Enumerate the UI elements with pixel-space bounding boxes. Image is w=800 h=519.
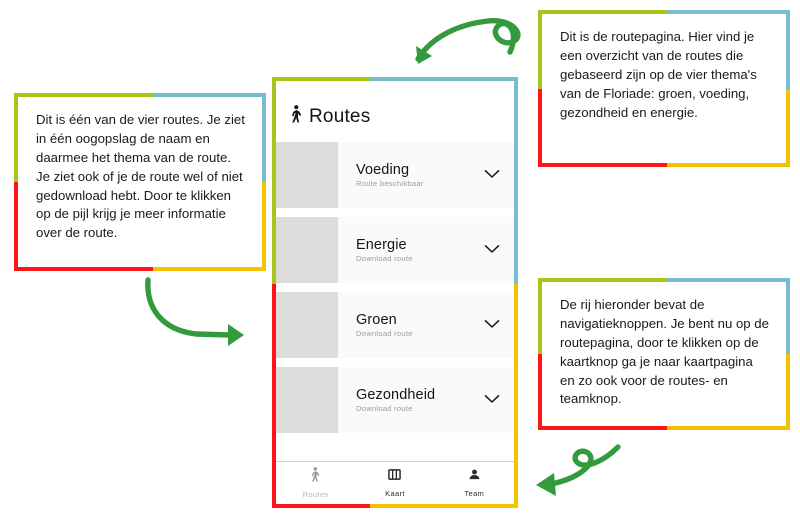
border-segment-left-bottom	[14, 182, 18, 271]
callout-background	[18, 97, 262, 267]
border-segment-top-left	[538, 10, 667, 14]
route-title: Energie	[356, 237, 407, 253]
nav-button-routes[interactable]: Routes	[276, 467, 355, 499]
route-card-body: Energie Download route	[338, 217, 514, 283]
route-title: Gezondheid	[356, 387, 436, 403]
nav-label-routes: Routes	[302, 490, 329, 499]
border-segment-top-right	[152, 93, 266, 97]
border-segment-bottom-left	[538, 426, 667, 430]
route-card-body: Groen Download route	[338, 292, 514, 358]
phone-border-top-left	[272, 77, 371, 81]
route-thumbnail	[276, 367, 338, 433]
chevron-down-icon[interactable]	[484, 241, 500, 259]
border-segment-right-bottom	[786, 354, 790, 430]
chevron-down-icon[interactable]	[484, 316, 500, 334]
border-segment-bottom-right	[666, 426, 790, 430]
arrow-to-phone-left	[145, 277, 244, 346]
callout-page-intro-text: Dit is de routepagina. Hier vind je een …	[560, 29, 757, 120]
route-card-texts: Groen Download route	[356, 312, 413, 338]
page-header: Routes	[276, 81, 514, 142]
border-segment-top-left	[14, 93, 153, 97]
routes-list: Voeding Route beschikbaar Energie Downlo…	[276, 142, 514, 461]
border-segment-left-bottom	[538, 354, 542, 430]
route-title: Voeding	[356, 162, 410, 178]
route-card-groen[interactable]: Groen Download route	[276, 292, 514, 358]
route-thumbnail	[276, 292, 338, 358]
border-segment-right-top	[262, 93, 266, 182]
callout-background	[542, 282, 786, 426]
phone-border-left-top	[272, 77, 276, 284]
phone-border-bottom-left	[272, 504, 371, 508]
route-card-voeding[interactable]: Voeding Route beschikbaar	[276, 142, 514, 208]
phone-border-bottom-right	[370, 504, 518, 508]
border-segment-bottom-left	[14, 267, 153, 271]
route-card-body: Voeding Route beschikbaar	[338, 142, 514, 208]
person-icon	[468, 468, 481, 486]
nav-button-kaart[interactable]: Kaart	[355, 468, 434, 498]
callout-route-item: Dit is één van de vier routes. Je ziet i…	[14, 93, 266, 271]
page-title: Routes	[309, 105, 371, 127]
route-thumbnail	[276, 142, 338, 208]
phone-border-top-right	[370, 77, 518, 81]
border-segment-left-top	[538, 10, 542, 89]
phone-border-right-top	[514, 77, 518, 284]
route-thumbnail	[276, 217, 338, 283]
border-segment-bottom-right	[666, 163, 790, 167]
border-segment-left-top	[538, 278, 542, 354]
route-card-texts: Voeding Route beschikbaar	[356, 162, 424, 188]
arrow-to-phone-top	[415, 18, 521, 64]
map-icon	[388, 468, 402, 486]
nav-button-team[interactable]: Team	[435, 468, 514, 498]
route-card-texts: Energie Download route	[356, 237, 413, 263]
route-status: Download route	[356, 329, 413, 338]
phone-screen: Routes Voeding Route beschikbaar	[276, 81, 514, 504]
nav-label-team: Team	[464, 489, 485, 498]
arrow-to-phone-bottom	[536, 444, 621, 496]
border-segment-right-bottom	[786, 88, 790, 167]
border-segment-bottom-left	[538, 163, 667, 167]
nav-label-kaart: Kaart	[385, 489, 405, 498]
border-segment-top-left	[538, 278, 667, 282]
callout-route-item-text: Dit is één van de vier routes. Je ziet i…	[36, 112, 245, 241]
border-segment-bottom-right	[152, 267, 266, 271]
phone-mockup: Routes Voeding Route beschikbaar	[272, 77, 518, 508]
border-segment-left-bottom	[538, 88, 542, 167]
walking-person-icon	[290, 105, 303, 128]
route-card-texts: Gezondheid Download route	[356, 387, 435, 413]
callout-nav-info: De rij hieronder bevat de navigatieknopp…	[538, 278, 790, 430]
border-segment-right-top	[786, 10, 790, 89]
border-segment-left-top	[14, 93, 18, 182]
callout-page-intro: Dit is de routepagina. Hier vind je een …	[538, 10, 790, 167]
route-status: Route beschikbaar	[356, 179, 424, 188]
walking-person-icon	[310, 467, 321, 487]
border-segment-right-bottom	[262, 182, 266, 271]
border-segment-top-right	[666, 278, 790, 282]
border-segment-right-top	[786, 278, 790, 354]
route-title: Groen	[356, 312, 397, 328]
chevron-down-icon[interactable]	[484, 391, 500, 409]
route-card-gezondheid[interactable]: Gezondheid Download route	[276, 367, 514, 433]
callout-background	[542, 14, 786, 163]
route-card-energie[interactable]: Energie Download route	[276, 217, 514, 283]
phone-border-right-bottom	[514, 283, 518, 508]
phone-border-left-bottom	[272, 283, 276, 508]
route-card-body: Gezondheid Download route	[338, 367, 514, 433]
route-status: Download route	[356, 404, 413, 413]
callout-nav-info-text: De rij hieronder bevat de navigatieknopp…	[560, 297, 769, 407]
border-segment-top-right	[666, 10, 790, 14]
route-status: Download route	[356, 254, 413, 263]
chevron-down-icon[interactable]	[484, 166, 500, 184]
bottom-navigation: Routes Kaart	[276, 461, 514, 504]
